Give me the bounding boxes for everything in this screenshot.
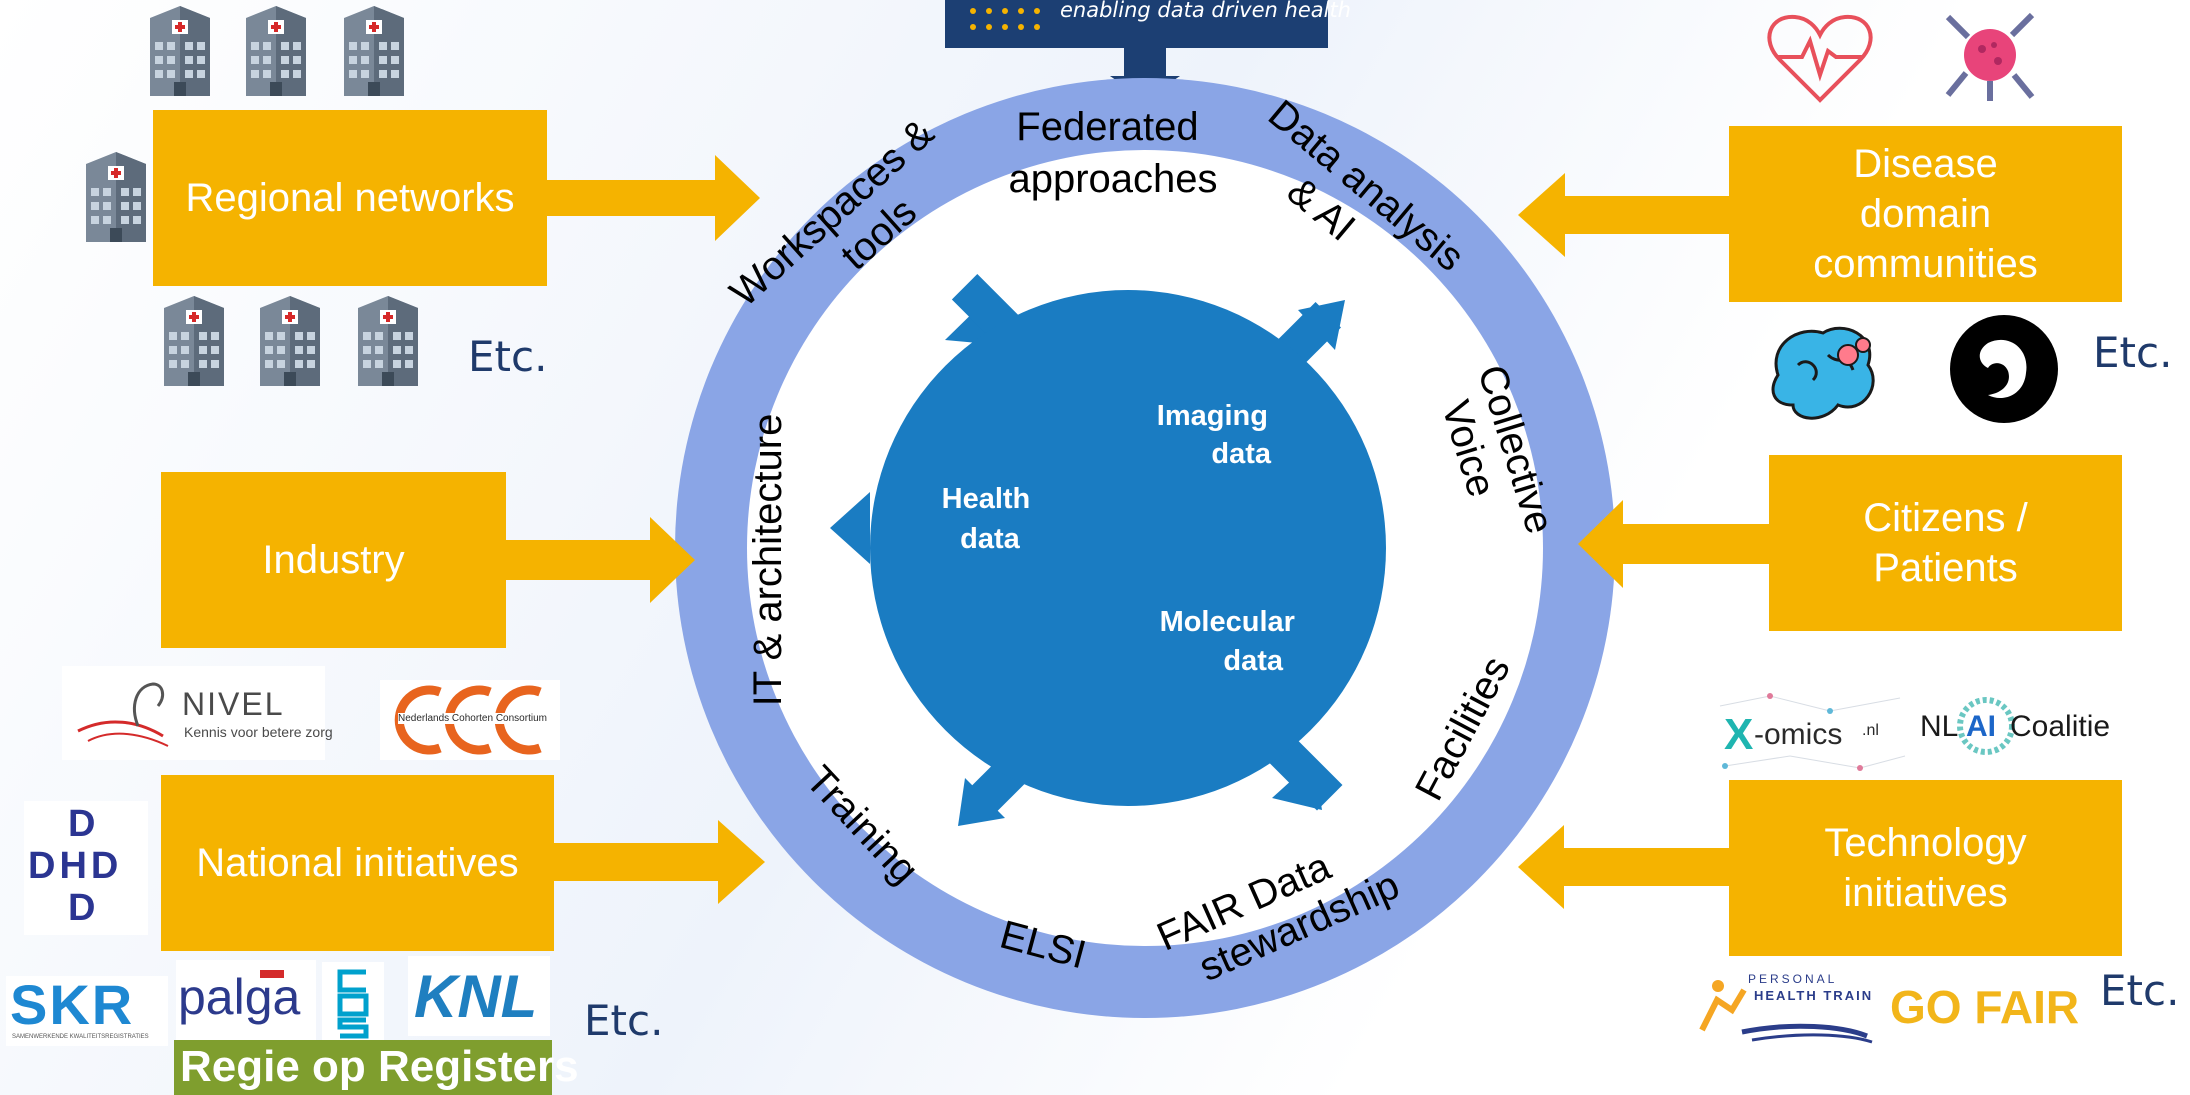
skr-tagline: SAMENWERKENDE KWALITEITSREGISTRATIES [12,1034,149,1040]
dhd-logo: D DHD D [24,801,148,935]
disease-domain-line2: domain [1859,192,1992,236]
xomics-x: X [1724,710,1754,759]
health-data-label: Health data [942,483,1039,555]
xomics-logo: X -omics .nl [1710,686,1915,776]
neuron-icon [1945,12,2035,101]
xomics-suffix: .nl [1862,722,1879,739]
skr-name: SKR [10,973,135,1036]
nlai-halo-icon [1957,697,2015,755]
palga-accent [260,970,284,978]
knl-logo: KNL [408,956,550,1036]
technology-line1: Technology [1824,821,2027,865]
nivel-swoosh-icon [77,682,169,747]
skr-logo: SKR SAMENWERKENDE KWALITEITSREGISTRATIES [6,973,168,1046]
hospital-building-icon [86,152,146,242]
center-arrows [830,274,1345,826]
xomics-text: -omics [1754,718,1843,751]
regie-op-registers-name: Regie op Registers [180,1042,579,1091]
go-fair-logo: GO FAIR [1886,976,2086,1036]
citizens-line1: Citizens / [1863,496,2028,540]
citizens-patients-box: Citizens / Patients [1769,455,2122,631]
palga-name: palga [178,969,301,1025]
header-banner: enabling data driven health [945,0,1351,48]
nlai-coalitie: Coalitie [2010,710,2111,743]
heart-pulse-icon [1767,14,1873,103]
nlai-ai: AI [1966,710,1996,743]
national-initiatives-box: National initiatives [161,775,554,951]
disease-domain-line3: communities [1813,242,2038,286]
ncc-name: Nederlands Cohorten Consortium [398,713,547,724]
dhd-letter-top: D [68,803,96,845]
ring-label-federated: Federated approaches [1008,105,1217,201]
arrow-left-icon [1518,825,1735,909]
technology-line2: initiatives [1843,871,2008,915]
industry-box: Industry [161,472,506,648]
disease-icons [1767,12,2060,425]
hospital-building-icon [164,296,224,386]
arrow-left-icon [1518,173,1735,257]
nivel-tagline: Kennis voor betere zorg [184,724,333,740]
arrow-right-icon [550,820,765,904]
etc-regional: Etc. [468,332,548,381]
industry-label: Industry [262,538,405,582]
etc-disease: Etc. [2093,328,2173,377]
hospital-building-icon [260,296,320,386]
pht-bottom: HEALTH TRAIN [1754,988,1874,1003]
go-fair-name: GO FAIR [1890,981,2080,1033]
xomics-network-icon [1719,693,1906,771]
regie-op-registers-logo: Regie op Registers [174,1040,579,1095]
hospital-building-icon [358,296,418,386]
nivel-logo: NIVEL Kennis voor betere zorg [62,666,333,760]
molecular-data-label: Molecular data [1160,606,1303,677]
train-runner-icon [1699,980,1873,1044]
national-initiatives-label: National initiatives [196,841,519,885]
header-tagline: enabling data driven health [1060,0,1351,22]
nivel-name: NIVEL [182,686,285,722]
hospital-building-icon [246,6,306,96]
arrow-left-inner-icon [830,492,870,564]
hospital-building-icon [150,6,210,96]
citizens-line2: Patients [1873,546,2018,590]
nlai-coalitie-logo: NL AI Coalitie [1918,690,2122,762]
hospital-building-icon [344,6,404,96]
palga-logo: palga [176,960,316,1040]
dhd-letter-bottom: D [68,887,96,929]
etc-national: Etc. [584,996,664,1045]
etc-technology: Etc. [2100,966,2180,1015]
cbs-logo [322,962,384,1042]
knl-name: KNL [414,963,538,1030]
regional-networks-label: Regional networks [185,176,515,220]
pht-top: PERSONAL [1748,972,1838,986]
disease-domain-line1: Disease [1853,142,1998,186]
arrow-right-icon [505,517,695,603]
fetus-icon [1948,313,2060,425]
nlai-nl: NL [1920,710,1959,743]
cbs-icon [337,969,369,1039]
inner-data-circle [870,290,1386,806]
imaging-data-label: Imaging data [1157,400,1276,470]
dots-logo-icon [965,4,1055,34]
personal-health-train-logo: PERSONAL HEALTH TRAIN [1682,970,1876,1046]
arrow-right-icon [540,155,760,241]
regional-networks-box: Regional networks [153,110,547,286]
brain-icon [1771,326,1875,420]
dhd-letters-middle: DHD [28,845,123,887]
ncc-logo: Nederlands Cohorten Consortium [380,680,560,760]
arrow-left-icon [1578,500,1770,588]
ring-label-it-architecture: IT & architecture [746,414,790,707]
technology-initiatives-box: Technology initiatives [1729,780,2122,956]
disease-domain-box: Disease domain communities [1729,126,2122,302]
